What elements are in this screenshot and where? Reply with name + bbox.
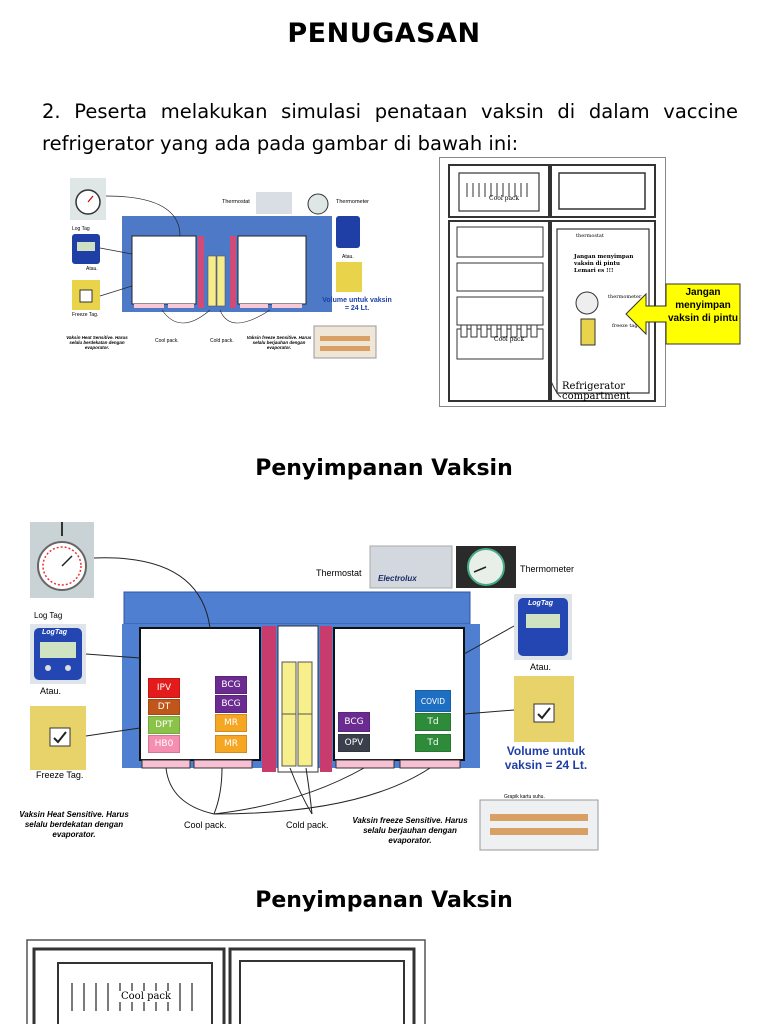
large-freeze-note: Vaksin freeze Sensitive. Harus selalu be…	[352, 816, 468, 845]
log-tag-icon	[30, 624, 86, 684]
log-tag-icon	[72, 234, 100, 264]
graph-card-label: Grapik kartu suhu.	[504, 794, 545, 800]
large-fridge-diagram	[30, 522, 599, 851]
vaccine-box[interactable]: IPV	[148, 678, 180, 698]
bottom-fridge-partial	[26, 939, 426, 1024]
instruction-text: 2. Peserta melakukan simulasi penataan v…	[42, 100, 738, 155]
vaccine-box[interactable]: HB0	[148, 735, 180, 753]
section-heading-2: Penyimpanan Vaksin	[255, 888, 513, 913]
callout-text: Jangan menyimpan vaksin di pintu	[667, 287, 738, 324]
small-thermometer-label: Thermometer	[336, 199, 370, 205]
small-fridge-diagram	[70, 178, 377, 359]
large-cool-pack-label: Cool pack.	[184, 820, 227, 830]
small-freeze-note: Vaksin freeze Sensitive. Harus selalu be…	[246, 335, 312, 350]
large-or-label-left: Atau.	[40, 686, 62, 696]
freeze-tag-icon	[72, 280, 100, 310]
thermometer-icon	[70, 178, 106, 220]
upright-freeze-tag-label: freeze tag	[612, 323, 638, 329]
vaccine-box[interactable]: Td	[415, 734, 451, 752]
page-title: PENUGASAN	[287, 18, 481, 49]
upright-cool-pack-bottom: Cool pack	[494, 336, 525, 343]
small-or-right-label: Atau.	[342, 254, 354, 260]
upright-compartment-label: Refrigerator compartment	[562, 381, 631, 402]
log-tag-brand-right: LogTag	[528, 600, 554, 607]
section-heading-1: Penyimpanan Vaksin	[255, 456, 513, 481]
large-or-label-right: Atau.	[530, 662, 552, 672]
vaccine-box[interactable]: BCG	[338, 712, 370, 732]
upright-thermostat-label: thermostat	[576, 233, 604, 239]
thermometer-icon	[30, 522, 94, 598]
large-freeze-tag-label: Freeze Tag.	[36, 770, 84, 780]
vaccine-box[interactable]: COVID	[415, 690, 451, 712]
large-volume-label: Volume untuk vaksin = 24 Lt.	[504, 744, 588, 772]
large-heat-note: Vaksin Heat Sensitive. Harus selalu berd…	[19, 810, 129, 839]
vaccine-box[interactable]: MR	[215, 714, 247, 732]
vaccine-box[interactable]: MR	[215, 735, 247, 753]
small-heat-note: Vaksin Heat Sensitive. Harus selalu berd…	[66, 335, 128, 350]
vaccine-box[interactable]: BCG	[215, 676, 247, 694]
log-tag-brand-left: LogTag	[42, 629, 68, 636]
large-thermostat-label: Thermostat	[316, 568, 362, 578]
upright-thermometer-label: thermometer	[608, 294, 642, 300]
upright-warning-text: Jangan menyimpan vaksin di pintu Lemari …	[574, 254, 634, 274]
small-thermostat-label: Thermostat	[222, 199, 250, 205]
small-or-label: Atau.	[86, 266, 98, 272]
upright-cool-pack-top: Cool pack	[489, 195, 520, 202]
bottom-cool-pack-label: Cool pack	[118, 991, 175, 1002]
vaccine-box[interactable]: Td	[415, 713, 451, 731]
vaccine-box[interactable]: DT	[148, 699, 180, 715]
large-brand-label: Electrolux	[378, 574, 417, 583]
upright-fridge-diagram	[439, 157, 666, 407]
small-volume-label: Volume untuk vaksin = 24 Lt.	[322, 297, 392, 312]
large-cold-pack-label: Cold pack.	[286, 820, 329, 830]
callout-arrow	[625, 283, 741, 345]
small-freeze-tag-label: Freeze Tag.	[72, 312, 99, 318]
freeze-tag-icon	[30, 706, 86, 770]
large-thermometer-label: Thermometer	[520, 564, 575, 574]
small-log-tag-label: Log Tag	[72, 226, 90, 232]
small-cold-pack-label: Cold pack.	[210, 338, 234, 344]
vaccine-box[interactable]: OPV	[338, 734, 370, 752]
vaccine-box[interactable]: BCG	[215, 695, 247, 713]
small-cool-pack-label: Cool pack.	[155, 338, 179, 344]
vaccine-box[interactable]: DPT	[148, 716, 180, 734]
large-log-tag-label: Log Tag	[34, 611, 63, 620]
